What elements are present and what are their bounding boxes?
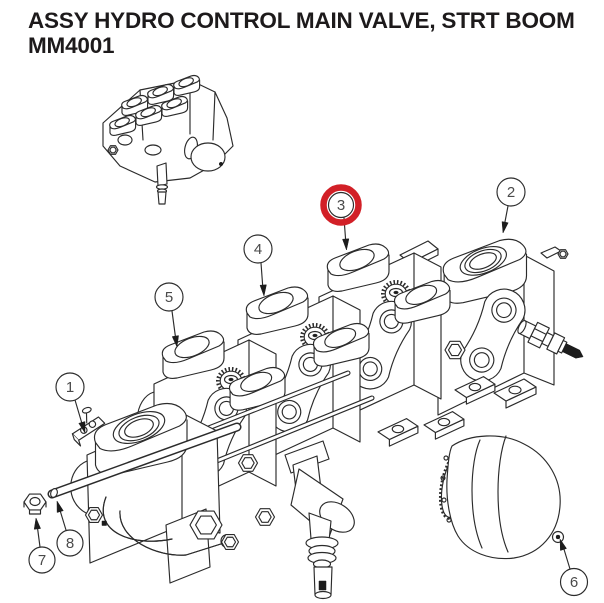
callouts: 1 2 3 4 <box>29 178 588 596</box>
svg-text:8: 8 <box>66 535 74 552</box>
part-2-top-port <box>442 238 528 305</box>
callout-8[interactable]: 8 <box>57 501 83 556</box>
part-2-relief-stud <box>514 316 587 367</box>
svg-text:4: 4 <box>254 241 262 258</box>
svg-text:2: 2 <box>507 184 515 201</box>
callout-6[interactable]: 6 <box>560 539 588 596</box>
callout-4[interactable]: 4 <box>244 235 272 296</box>
part-6-accumulator <box>436 436 563 559</box>
svg-text:7: 7 <box>38 552 46 569</box>
callout-2[interactable]: 2 <box>497 178 525 233</box>
part-1-end-section <box>66 402 276 584</box>
exploded-view <box>24 238 588 599</box>
callout-5[interactable]: 5 <box>155 283 183 347</box>
svg-text:1: 1 <box>66 379 74 396</box>
assembled-valve-thumbnail <box>103 75 233 205</box>
page-title-line1: ASSY HYDRO CONTROL MAIN VALVE, STRT BOOM <box>28 8 575 33</box>
relief-elbow-valve <box>285 441 360 599</box>
callout-7[interactable]: 7 <box>29 518 55 573</box>
svg-text:3: 3 <box>337 197 345 214</box>
callout-3-highlighted[interactable]: 3 <box>324 188 359 251</box>
part-1-top-port <box>93 402 188 476</box>
svg-text:6: 6 <box>570 574 578 591</box>
part-7-nut <box>24 494 46 514</box>
svg-text:5: 5 <box>165 289 173 306</box>
callout-1[interactable]: 1 <box>56 373 85 433</box>
part-2-end-section <box>400 238 588 440</box>
page-title: ASSY HYDRO CONTROL MAIN VALVE, STRT BOOM… <box>28 8 588 59</box>
callout-3-red-ring <box>324 188 359 223</box>
page-title-line2: MM4001 <box>28 33 115 59</box>
part-8-rod <box>49 427 237 498</box>
